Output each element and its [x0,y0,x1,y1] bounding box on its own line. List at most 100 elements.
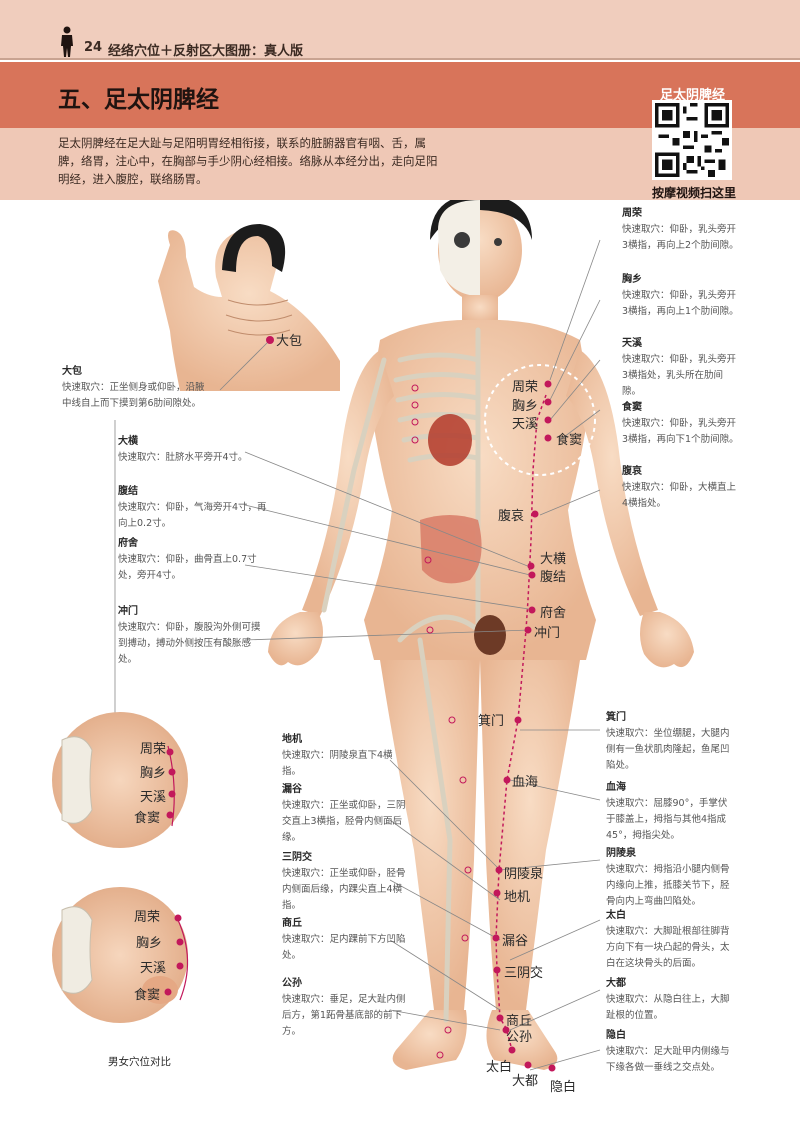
entry-zhourong: 周荣 快速取穴：仰卧，乳头旁开3横指，再向上2个肋间隙。 [622,206,742,254]
entry-name: 漏谷 [282,784,302,795]
entry-dadu: 大都 快速取穴：从隐白往上，大脚趾根的位置。 [606,976,736,1024]
entry-name: 食窦 [622,402,642,413]
entry-name: 府舍 [118,538,138,549]
entry-name: 血海 [606,782,626,793]
inset-female-xiongxiang: 胸乡 [136,936,163,951]
entry-taibai: 太白 快速取穴：大脚趾根部往脚背方向下有一块凸起的骨头，太白在这块骨头的后面。 [606,908,736,972]
main-body [268,200,694,1070]
entry-desc: 快速取穴：大脚趾根部往脚背方向下有一块凸起的骨头，太白在这块骨头的后面。 [606,926,730,969]
entry-desc: 快速取穴：垂足，足大趾内侧后方，第1跖骨基底部的前下方。 [282,994,406,1037]
entry-desc: 快速取穴：仰卧，大横直上4横指处。 [622,482,737,509]
label-daheng: 大横 [540,552,567,567]
label-fujie: 腹结 [540,570,567,585]
entry-name: 箕门 [606,712,626,723]
entry-desc: 快速取穴：正坐侧身或仰卧，沿腋中线自上而下摸到第6肋间隙处。 [62,382,205,409]
inset-female-zhourong: 周荣 [134,910,161,925]
label-fuai: 腹哀 [498,509,525,524]
label-jimen: 箕门 [478,714,505,729]
entry-shangqiu: 商丘 快速取穴：足内踝前下方凹陷处。 [282,916,408,964]
label-dadu: 大都 [512,1074,539,1089]
intro-text: 足太阴脾经在足大趾与足阳明胃经相衔接，联系的脏腑器官有咽、舌，属脾，络胃，注心中… [58,136,438,186]
entry-desc: 快速取穴：仰卧，腹股沟外侧可摸到搏动，搏动外侧按压有酸胀感处。 [118,622,261,665]
label-lougu: 漏谷 [502,934,529,949]
inset-male-zhourong: 周荣 [140,742,167,757]
qr-caption: 按摩视频扫这里 [652,186,737,200]
entry-desc: 快速取穴：阴陵泉直下4横指。 [282,750,393,777]
entry-name: 腹结 [118,486,138,497]
entry-name: 周荣 [622,208,642,219]
entry-desc: 快速取穴：仰卧，乳头旁开3横指处，乳头所在肋间隙。 [622,354,737,397]
entry-desc: 快速取穴：足大趾甲内侧缘与下缘各做一垂线之交点处。 [606,1046,730,1073]
qr-title: 足太阴脾经 [660,88,726,103]
label-xuehai: 血海 [512,775,539,790]
entry-desc: 快速取穴：肚脐水平旁开4寸。 [118,452,248,463]
page-number: 24 [84,40,103,55]
entry-name: 天溪 [622,338,642,349]
page-title: 五、足太阴脾经 [58,87,219,113]
entry-xuehai: 血海 快速取穴：屈膝90°，手掌伏于膝盖上，拇指与其他4指成45°，拇指尖处。 [606,780,736,844]
entry-xiongxiang: 胸乡 快速取穴：仰卧，乳头旁开3横指，再向上1个肋间隙。 [622,272,742,320]
entry-jimen: 箕门 快速取穴：坐位绷腿，大腿内侧有一鱼状肌肉隆起，鱼尾凹陷处。 [606,710,736,774]
entry-tianxi: 天溪 快速取穴：仰卧，乳头旁开3横指处，乳头所在肋间隙。 [622,336,742,400]
label-xiongxiang: 胸乡 [512,399,539,414]
label-yinlingquan: 阴陵泉 [504,867,544,882]
inset-male-tianxi: 天溪 [140,790,167,805]
entry-lougu: 漏谷 快速取穴：正坐或仰卧，三阴交直上3横指，胫骨内侧面后缘。 [282,782,408,846]
label-zhourong: 周荣 [512,380,539,395]
side-figure [158,224,340,391]
entry-fujie: 腹结 快速取穴：仰卧，气海旁开4寸，再向上0.2寸。 [118,484,268,532]
entry-name: 大横 [118,436,138,447]
entry-name: 三阴交 [282,852,312,863]
body-illustration [52,200,694,1072]
entry-name: 胸乡 [622,274,642,285]
label-yinbai: 隐白 [550,1080,577,1095]
entry-daheng: 大横 快速取穴：肚脐水平旁开4寸。 [118,434,268,466]
qr-code[interactable] [652,100,732,180]
entry-desc: 快速取穴：正坐或仰卧，胫骨内侧面后缘，内踝尖直上4横指。 [282,868,406,911]
entry-desc: 快速取穴：仰卧，曲骨直上0.7寸处，旁开4寸。 [118,554,257,581]
entry-diji: 地机 快速取穴：阴陵泉直下4横指。 [282,732,408,780]
label-diji: 地机 [504,890,531,905]
header-divider [0,58,800,60]
label-gongsun: 公孙 [506,1030,533,1045]
entry-name: 冲门 [118,606,138,617]
inset-male-xiongxiang: 胸乡 [140,766,167,781]
label-chongmen: 冲门 [534,626,561,641]
header-band [0,0,800,60]
inset-male-shidou: 食窦 [134,811,161,826]
entry-name: 大包 [62,366,82,377]
entry-shidou: 食窦 快速取穴：仰卧，乳头旁开3横指，再向下1个肋间隙。 [622,400,742,448]
entry-desc: 快速取穴：正坐或仰卧，三阴交直上3横指，胫骨内侧面后缘。 [282,800,406,843]
inset-caption: 男女穴位对比 [108,1056,171,1068]
entry-desc: 快速取穴：坐位绷腿，大腿内侧有一鱼状肌肉隆起，鱼尾凹陷处。 [606,728,730,771]
entry-fushe: 府舍 快速取穴：仰卧，曲骨直上0.7寸处，旁开4寸。 [118,536,268,584]
entry-yinbai: 隐白 快速取穴：足大趾甲内侧缘与下缘各做一垂线之交点处。 [606,1028,736,1076]
inset-female [52,887,189,1023]
entry-desc: 快速取穴：仰卧，乳头旁开3横指，再向上2个肋间隙。 [622,224,739,251]
entry-sanyinjiao: 三阴交 快速取穴：正坐或仰卧，胫骨内侧面后缘，内踝尖直上4横指。 [282,850,408,914]
label-tianxi: 天溪 [512,417,539,432]
entry-desc: 快速取穴：足内踝前下方凹陷处。 [282,934,406,961]
entry-chongmen: 冲门 快速取穴：仰卧，腹股沟外侧可摸到搏动，搏动外侧按压有酸胀感处。 [118,604,268,668]
label-shangqiu: 商丘 [506,1014,533,1029]
inset-male [52,712,188,848]
entry-name: 大都 [606,978,626,989]
entry-name: 腹哀 [622,466,642,477]
label-fushe: 府舍 [540,606,567,621]
person-icon [61,26,73,57]
entry-desc: 快速取穴：屈膝90°，手掌伏于膝盖上，拇指与其他4指成45°，拇指尖处。 [606,798,728,841]
entry-name: 商丘 [282,918,302,929]
entry-desc: 快速取穴：仰卧，乳头旁开3横指，再向下1个肋间隙。 [622,418,739,445]
entry-gongsun: 公孙 快速取穴：垂足，足大趾内侧后方，第1跖骨基底部的前下方。 [282,976,408,1040]
book-title: 经络穴位＋反射区大图册：真人版 [108,44,304,59]
entry-desc: 快速取穴：仰卧，气海旁开4寸，再向上0.2寸。 [118,502,267,529]
entry-name: 公孙 [282,978,302,989]
entry-name: 隐白 [606,1030,626,1041]
inset-female-tianxi: 天溪 [140,961,167,976]
entry-desc: 快速取穴：从隐白往上，大脚趾根的位置。 [606,994,730,1021]
inset-female-shidou: 食窦 [134,988,161,1003]
entry-desc: 快速取穴：仰卧，乳头旁开3横指，再向上1个肋间隙。 [622,290,739,317]
leader-lines [114,239,601,1071]
entry-name: 地机 [282,734,302,745]
entry-name: 太白 [606,910,626,921]
